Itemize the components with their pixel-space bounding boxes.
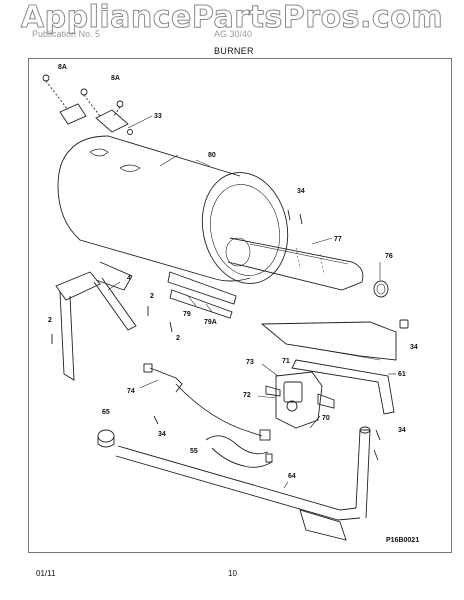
part-label-80: 80 [208,152,216,159]
part-label-64: 64 [288,473,296,480]
part-label-55: 55 [190,448,198,455]
part-label-77: 77 [334,236,342,243]
part-label-61: 61 [398,371,406,378]
part-label-79a: 79A [204,319,217,326]
top-brackets-drawing [42,74,133,135]
header-model: AG 30/40 [214,29,253,39]
mounting-bracket-drawing [260,319,409,415]
part-label-72: 72 [243,392,251,399]
plug-drawing [97,429,115,448]
header-publication: Publication No. 5 [32,29,101,39]
part-label-71: 71 [282,358,290,365]
part-label-70: 70 [322,415,330,422]
thermocouple-drawing [143,363,271,441]
leader-lines [107,115,396,489]
part-label-34-right: 34 [410,344,418,351]
part-label-2-lower: 2 [176,335,180,342]
diagram-frame [28,58,452,553]
part-label-2-mid: 2 [150,293,154,300]
part-label-8a-right: 8A [111,75,120,82]
screws-drawing [51,209,381,461]
manifold-tube-drawing [115,426,371,541]
part-label-73: 73 [246,359,254,366]
support-leg-drawing [55,261,137,381]
part-label-33: 33 [154,113,162,120]
burner-tube-drawing [225,237,364,291]
center-brackets-drawing [167,271,237,319]
footer-date: 01/11 [36,569,56,578]
part-label-34-top: 34 [297,188,305,195]
section-title: BURNER [214,46,254,56]
diagram-reference-code: P16B0021 [386,537,419,544]
part-label-65: 65 [102,409,110,416]
part-label-2-left: 2 [48,317,52,324]
part-label-8a-top: 8A [58,64,67,71]
part-label-79: 79 [183,311,191,318]
part-label-34-bottom: 34 [398,427,406,434]
footer-page-number: 10 [228,569,237,578]
gas-valve-drawing [265,371,335,429]
wire-harness-drawing [205,435,273,468]
burner-cap-drawing [373,280,389,298]
part-label-4: 4 [127,275,131,282]
part-label-34-lower: 34 [158,431,166,438]
part-label-76: 76 [385,253,393,260]
burner-tank-drawing [57,135,289,284]
part-label-74: 74 [127,388,135,395]
